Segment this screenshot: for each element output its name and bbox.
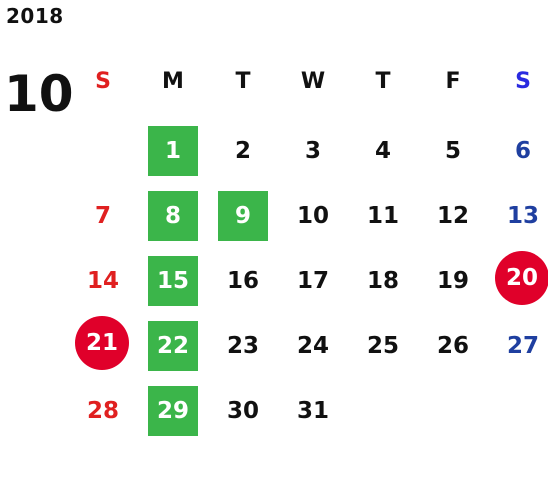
day-cell[interactable]: 14: [86, 268, 119, 294]
weekday-header-friday: F: [445, 68, 461, 94]
day-cell[interactable]: 3: [304, 138, 321, 164]
day-cell[interactable]: 12: [436, 203, 469, 229]
day-cell[interactable]: 1: [148, 126, 198, 176]
day-cell[interactable]: 5: [444, 138, 461, 164]
weekday-header-sunday: S: [95, 68, 111, 94]
day-cell[interactable]: 6: [514, 138, 531, 164]
day-cell[interactable]: 2: [234, 138, 251, 164]
day-cell[interactable]: 23: [226, 333, 259, 359]
weekday-header-thursday: T: [375, 68, 391, 94]
weekday-header-saturday: S: [515, 68, 531, 94]
day-cell[interactable]: 31: [296, 398, 329, 424]
day-cell[interactable]: 18: [366, 268, 399, 294]
day-cell[interactable]: 25: [366, 333, 399, 359]
day-cell[interactable]: 27: [506, 333, 539, 359]
day-cell[interactable]: 13: [506, 203, 539, 229]
day-cell[interactable]: 26: [436, 333, 469, 359]
day-cell[interactable]: 4: [374, 138, 391, 164]
day-cell[interactable]: 9: [218, 191, 268, 241]
day-cell[interactable]: 22: [148, 321, 198, 371]
day-cell[interactable]: 17: [296, 268, 329, 294]
day-cell[interactable]: 15: [148, 256, 198, 306]
weekday-header-tuesday: T: [235, 68, 251, 94]
day-cell[interactable]: 24: [296, 333, 329, 359]
weekday-header-monday: M: [162, 68, 184, 94]
day-cell[interactable]: 29: [148, 386, 198, 436]
day-cell[interactable]: 30: [226, 398, 259, 424]
day-cell[interactable]: 10: [296, 203, 329, 229]
holiday-day-cell[interactable]: 20: [495, 251, 548, 305]
day-cell[interactable]: 19: [436, 268, 469, 294]
holiday-day-cell[interactable]: 21: [75, 316, 129, 370]
month-label: 10: [4, 65, 74, 123]
day-cell[interactable]: 28: [86, 398, 119, 424]
weekday-header-wednesday: W: [300, 68, 326, 94]
day-cell[interactable]: 7: [94, 203, 111, 229]
day-cell[interactable]: 11: [366, 203, 399, 229]
day-cell[interactable]: [78, 126, 128, 176]
year-label: 2018: [6, 4, 64, 28]
day-cell[interactable]: 16: [226, 268, 259, 294]
day-cell[interactable]: 8: [148, 191, 198, 241]
